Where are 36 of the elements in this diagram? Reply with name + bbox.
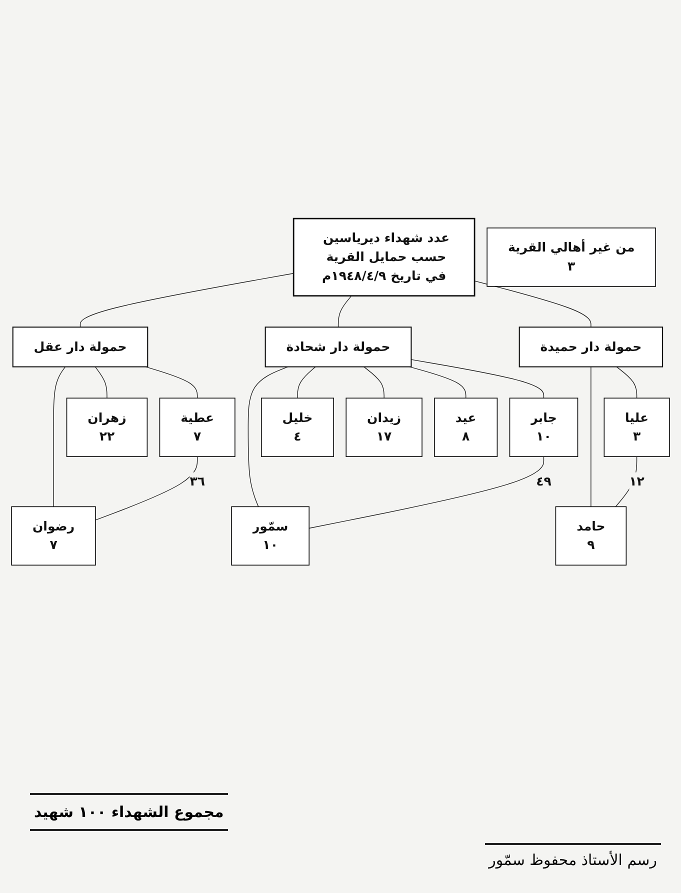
edge-label: ١٢ [629,474,644,489]
total-note: مجموع الشهداء ١٠٠ شهيد [30,793,228,831]
connector [248,366,288,507]
connector [95,456,198,520]
node-box: عدد شهداء ديرياسين حسب حمايل القرية في تاريخ ١٩٤٨/٤/٩م [292,218,476,296]
node-box: خليل ٤ [260,397,334,457]
node-box: رضوان ٧ [11,506,96,566]
node-box: من غير أهالي القرية ٣ [486,227,656,286]
connector [364,366,384,398]
connector [410,358,544,398]
connector [308,456,544,528]
connector [80,272,294,328]
connector [338,295,352,328]
node-box: حمولة دار شحادة [264,326,412,367]
edge-label: ٤٩ [536,474,552,489]
node-box: زيدان ١٧ [346,397,422,457]
node-box: سمّور ١٠ [231,506,310,566]
node-box: جابر ١٠ [509,397,578,457]
node-box: حامد ٩ [555,506,627,566]
connector [615,456,638,507]
connector [53,366,66,507]
node-box: عطية ٧ [159,397,236,457]
connector [145,366,198,398]
node-box: حمولة دار عقل [12,326,148,367]
node-box: عليا ٣ [604,397,670,457]
connector [409,366,466,398]
node-box: عيد ٨ [434,397,498,457]
credit-note: رسم الأستاذ محفوظ سمّور [484,843,661,875]
node-box: زهران ٢٢ [66,397,148,457]
connector [474,280,592,328]
connector [616,366,638,398]
connector [297,366,316,398]
node-box: حمولة دار حميدة [518,326,664,367]
connector [590,366,592,507]
connector [94,366,108,398]
edge-label: ٣٦ [190,474,205,489]
